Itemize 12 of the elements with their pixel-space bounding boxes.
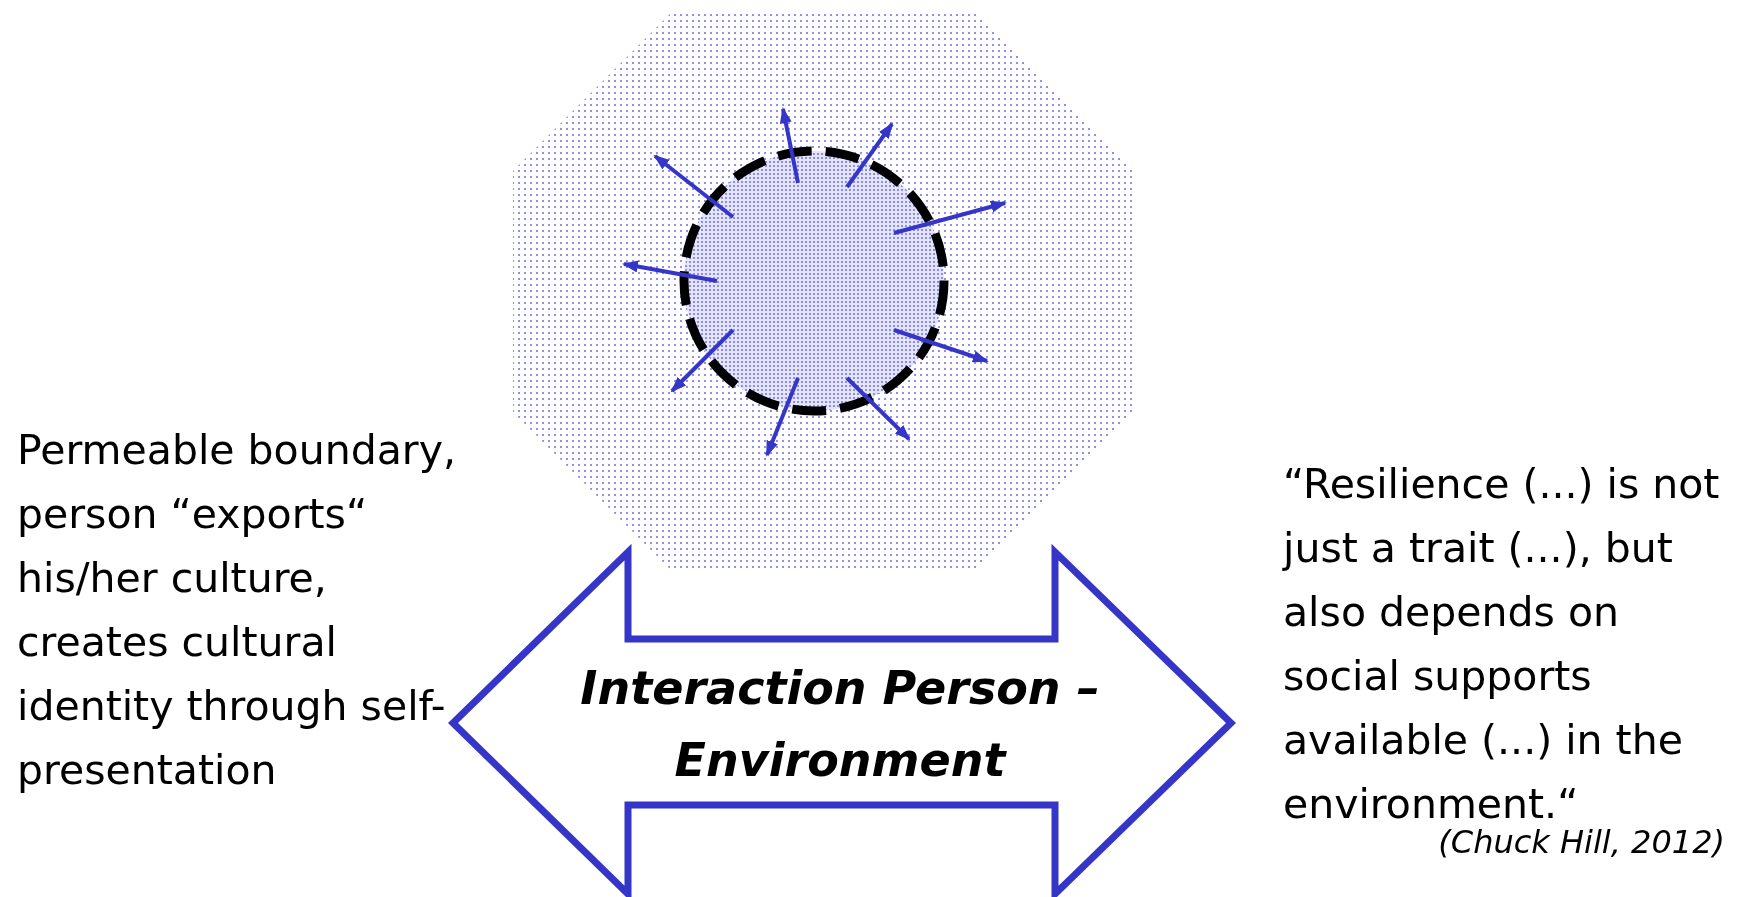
arrow	[845, 376, 911, 441]
arrow	[779, 107, 800, 184]
arrow	[653, 154, 735, 219]
interaction-label: Interaction Person – Environment	[579, 660, 1101, 789]
double-arrow-shape	[448, 543, 1237, 897]
dashed-circle	[679, 146, 949, 416]
arrow	[622, 260, 718, 283]
arrow	[765, 377, 800, 457]
arrow	[670, 328, 735, 393]
arrow	[893, 200, 1007, 235]
arrow	[845, 122, 894, 189]
explanation-text: Permeable boundary, person “exports“ his/her culture, creates cultural identity through self-presentation	[17, 425, 457, 796]
